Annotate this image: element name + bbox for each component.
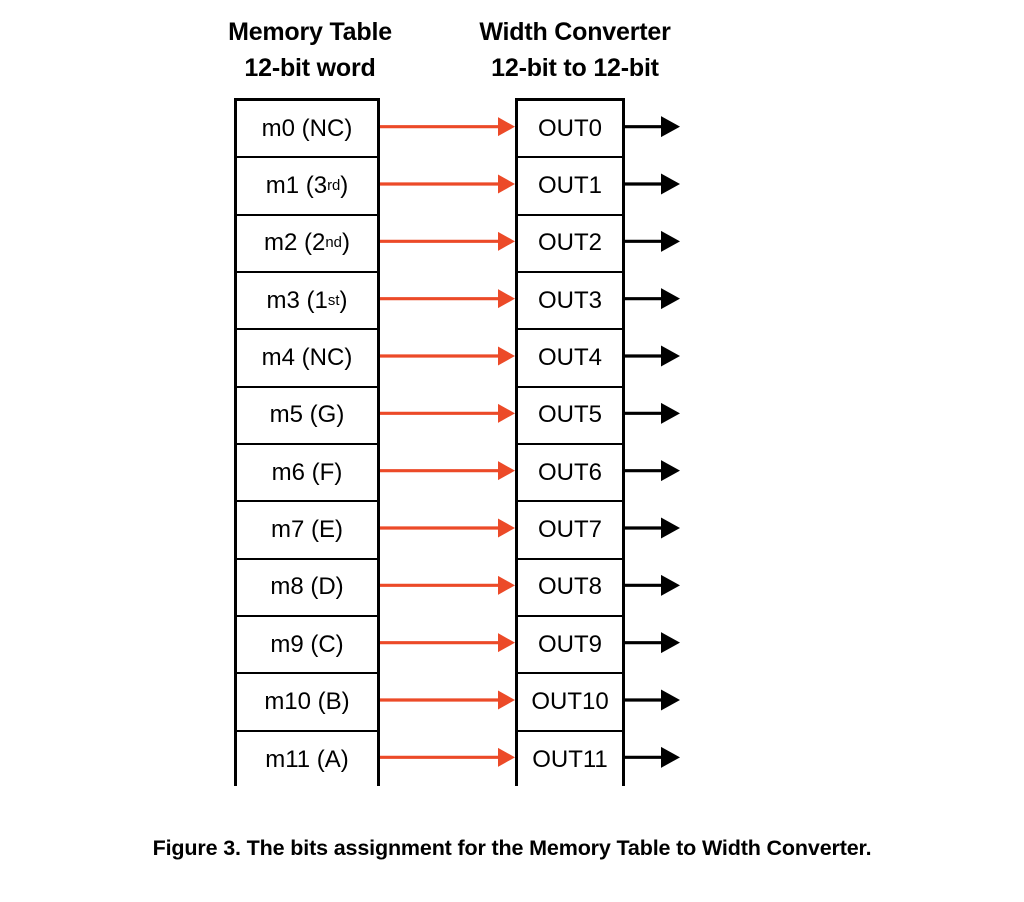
output-arrow-OUT7 xyxy=(625,517,680,539)
mapping-arrow-m8-to-OUT8 xyxy=(380,575,515,595)
converter-header-line1: Width Converter xyxy=(479,18,671,46)
memory-cell-m11: m11 (A) xyxy=(237,731,377,789)
output-arrow-OUT0 xyxy=(625,116,680,138)
memory-cell-label: m6 (F) xyxy=(271,458,343,486)
converter-cell-out10: OUT10 xyxy=(518,674,622,732)
memory-cell-m8: m8 (D) xyxy=(237,559,377,617)
memory-cell-label: m3 (1 xyxy=(266,286,328,314)
memory-header-line2: 12-bit word xyxy=(244,54,376,82)
output-arrow-OUT8 xyxy=(625,574,680,596)
converter-cell-label: OUT2 xyxy=(537,229,602,257)
memory-cell-label: m10 (B) xyxy=(264,687,350,715)
mapping-arrow-m4-to-OUT4 xyxy=(380,346,515,366)
memory-cell-label: m8 (D) xyxy=(270,573,344,601)
converter-cell-out2: OUT2 xyxy=(518,215,622,273)
converter-cell-out9: OUT9 xyxy=(518,616,622,675)
output-arrow-OUT2 xyxy=(625,230,680,252)
converter-cell-out5: OUT5 xyxy=(518,387,622,445)
memory-table-header: Memory Table 12-bit word xyxy=(195,14,425,86)
mapping-arrow-m0-to-OUT0 xyxy=(380,117,515,137)
converter-cell-label: OUT9 xyxy=(537,630,602,658)
memory-cell-label: m9 (C) xyxy=(270,630,344,658)
converter-cell-label: OUT0 xyxy=(537,114,602,142)
memory-cell-m0: m0 (NC) xyxy=(237,101,377,159)
memory-cell-m9: m9 (C) xyxy=(237,616,377,675)
width-converter-header: Width Converter 12-bit to 12-bit xyxy=(455,14,695,86)
memory-cell-label: m1 (3 xyxy=(265,171,328,199)
converter-cell-label: OUT10 xyxy=(531,687,609,715)
mapping-arrow-m6-to-OUT6 xyxy=(380,461,515,481)
mapping-arrow-m10-to-OUT10 xyxy=(380,690,515,710)
converter-cell-out7: OUT7 xyxy=(518,502,622,560)
converter-cell-out11: OUT11 xyxy=(518,731,622,789)
mapping-arrow-m3-to-OUT3 xyxy=(380,289,515,309)
memory-cell-label: m7 (E) xyxy=(271,515,343,543)
memory-cell-m7: m7 (E) xyxy=(237,502,377,560)
memory-cell-m5: m5 (G) xyxy=(237,387,377,445)
memory-header-line1: Memory Table xyxy=(228,18,392,46)
mapping-arrow-m2-to-OUT2 xyxy=(380,231,515,251)
memory-cell-label: m11 (A) xyxy=(265,746,349,774)
memory-cell-m10: m10 (B) xyxy=(237,674,377,732)
converter-cell-label: OUT3 xyxy=(537,286,602,314)
converter-header-line2: 12-bit to 12-bit xyxy=(491,54,659,82)
memory-cell-label: m0 (NC) xyxy=(261,114,353,142)
converter-cell-label: OUT6 xyxy=(537,458,602,486)
output-arrow-OUT1 xyxy=(625,173,680,195)
output-arrow-OUT11 xyxy=(625,746,680,768)
converter-cell-label: OUT1 xyxy=(537,171,602,199)
converter-cell-out8: OUT8 xyxy=(518,559,622,617)
output-arrow-OUT6 xyxy=(625,460,680,482)
memory-cell-label-tail: ) xyxy=(341,229,350,257)
converter-cell-label: OUT4 xyxy=(537,343,602,371)
converter-cell-label: OUT5 xyxy=(537,401,602,429)
converter-cell-out1: OUT1 xyxy=(518,158,622,216)
mapping-arrow-m1-to-OUT1 xyxy=(380,174,515,194)
memory-cell-label-tail: ) xyxy=(339,286,348,314)
mapping-arrow-m9-to-OUT9 xyxy=(380,633,515,653)
converter-cell-label: OUT8 xyxy=(537,573,602,601)
converter-cell-out3: OUT3 xyxy=(518,272,622,331)
converter-cell-label: OUT11 xyxy=(532,746,608,774)
mapping-arrow-m5-to-OUT5 xyxy=(380,403,515,423)
memory-cell-label-tail: ) xyxy=(340,171,349,199)
output-arrow-OUT4 xyxy=(625,345,680,367)
memory-cell-m6: m6 (F) xyxy=(237,444,377,503)
memory-cell-label: m4 (NC) xyxy=(261,343,353,371)
output-arrow-OUT3 xyxy=(625,288,680,310)
memory-cell-m4: m4 (NC) xyxy=(237,330,377,388)
converter-cell-label: OUT7 xyxy=(537,515,602,543)
output-arrow-OUT5 xyxy=(625,402,680,424)
output-arrow-OUT10 xyxy=(625,689,680,711)
figure-caption: Figure 3. The bits assignment for the Me… xyxy=(152,836,872,860)
output-arrow-OUT9 xyxy=(625,632,680,654)
converter-cell-out4: OUT4 xyxy=(518,330,622,388)
memory-cell-label: m2 (2 xyxy=(264,229,326,257)
mapping-arrow-m11-to-OUT11 xyxy=(380,747,515,767)
converter-cell-out6: OUT6 xyxy=(518,444,622,503)
mapping-arrow-m7-to-OUT7 xyxy=(380,518,515,538)
converter-cell-out0: OUT0 xyxy=(518,101,622,159)
memory-cell-label: m5 (G) xyxy=(269,401,345,429)
